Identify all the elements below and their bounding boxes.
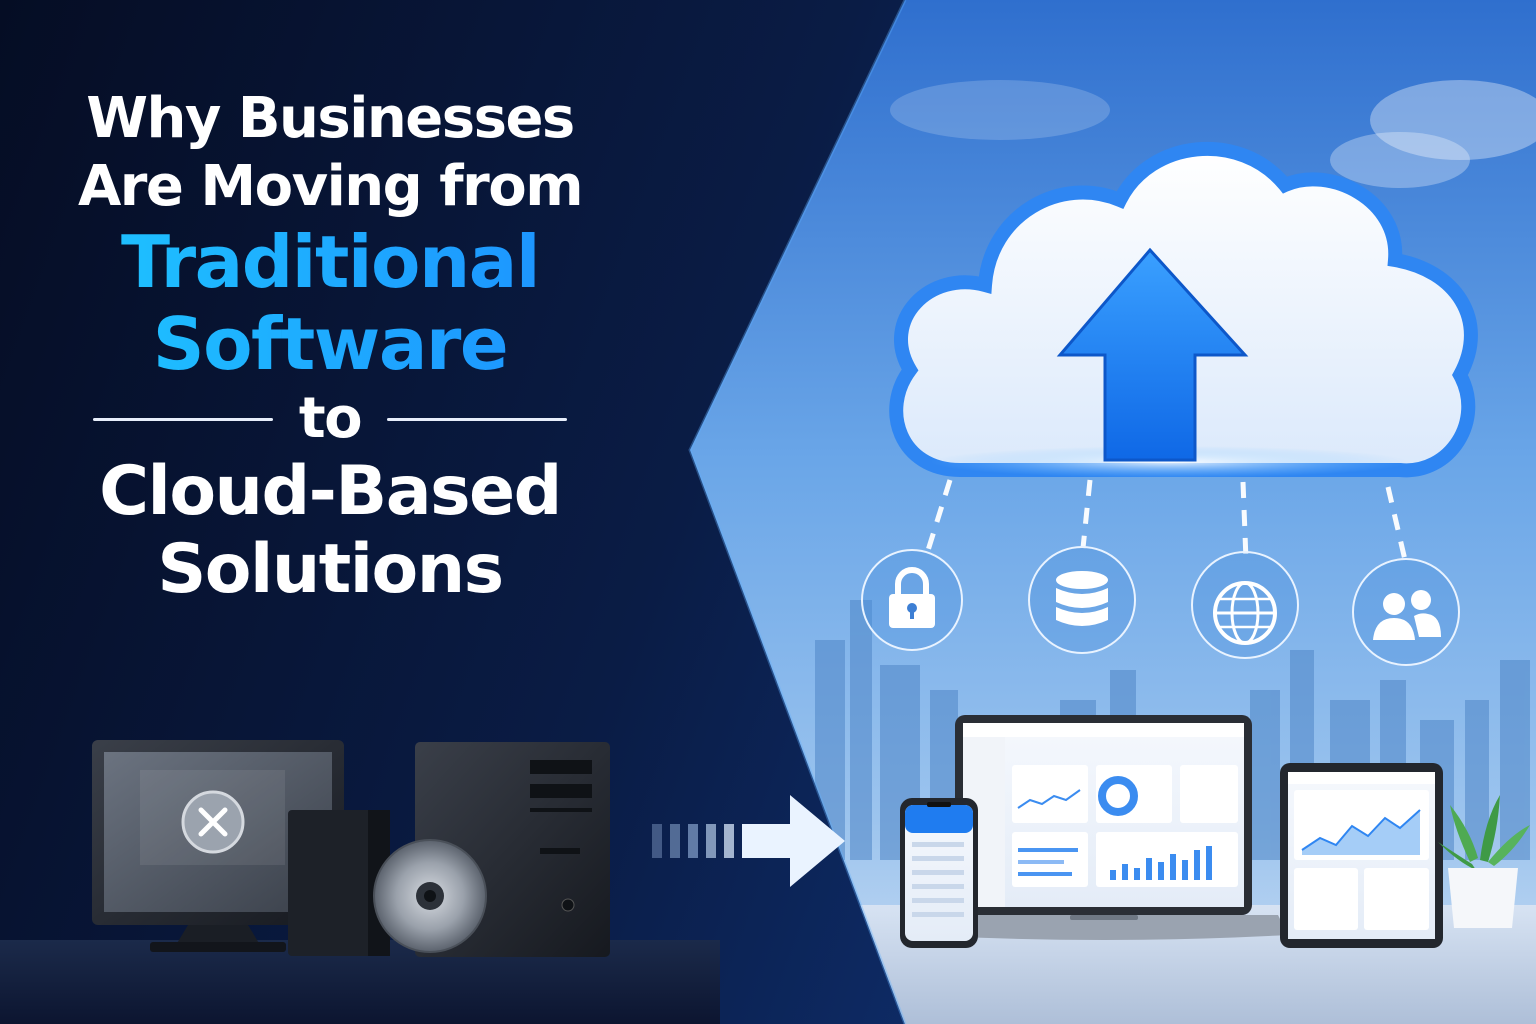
users-icon xyxy=(1352,558,1460,666)
headline-line-5: to xyxy=(298,386,363,451)
x-icon xyxy=(181,790,245,854)
globe-icon xyxy=(1191,551,1299,659)
headline: Why Businesses Are Moving from Tradition… xyxy=(30,85,630,609)
lock-icon xyxy=(861,549,963,651)
phone xyxy=(900,798,978,948)
cd-icon xyxy=(373,839,487,953)
headline-line-2: Are Moving from xyxy=(77,154,584,219)
arrow-right-icon xyxy=(652,795,845,887)
headline-line-6: Cloud-Based xyxy=(99,452,562,531)
headline-line-4: Software xyxy=(30,303,630,385)
divider-rule-right xyxy=(387,417,568,421)
cloud-graphic xyxy=(889,141,1478,478)
headline-line-3: Traditional xyxy=(30,221,630,303)
plant xyxy=(1438,795,1530,928)
headline-line-7: Solutions xyxy=(157,530,504,609)
service-icons xyxy=(861,546,1460,666)
database-icon xyxy=(1028,546,1136,654)
divider-rule-left xyxy=(92,417,273,421)
legacy-hardware xyxy=(92,740,610,957)
tablet xyxy=(1280,763,1443,948)
headline-line-1: Why Businesses xyxy=(86,86,575,151)
headline-divider: to xyxy=(30,387,630,451)
arrow-up-icon xyxy=(1056,247,1249,462)
